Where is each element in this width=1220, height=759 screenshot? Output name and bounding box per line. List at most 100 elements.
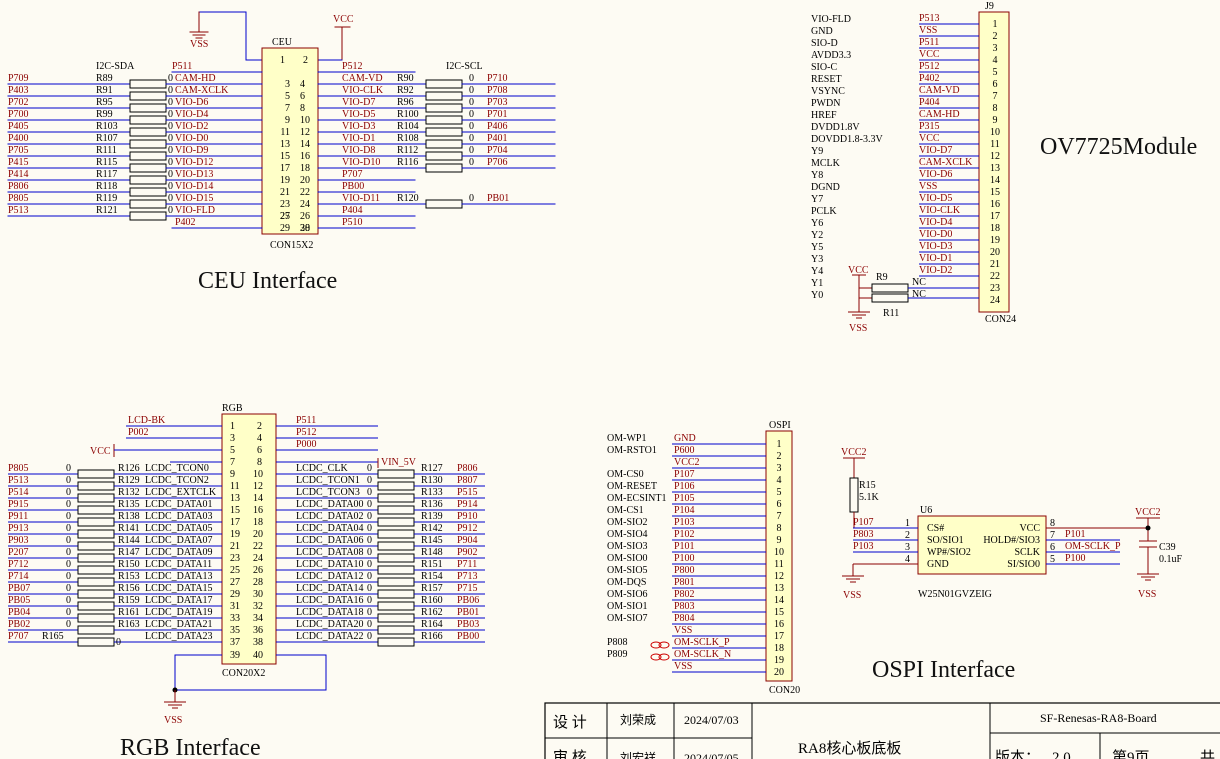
rgb-right-resistor bbox=[377, 529, 415, 539]
rgb-left-signal: LCDC_DATA13 bbox=[145, 571, 213, 582]
rgb-left-port: PB07 bbox=[8, 583, 30, 594]
rgb-left-signal: LCDC_DATA19 bbox=[145, 607, 213, 618]
rgb-left-port: P911 bbox=[8, 511, 28, 522]
rgb-right-resref: R127 bbox=[421, 463, 443, 474]
ospi-pin-number: 6 bbox=[777, 499, 782, 510]
j9-pin-number: 21 bbox=[990, 259, 1000, 270]
tb-total: 共 bbox=[1200, 749, 1215, 759]
ceu-left-pin: 15 bbox=[280, 151, 290, 162]
rgb-right-resref: R162 bbox=[421, 607, 443, 618]
ceu-right-port: PB01 bbox=[487, 193, 509, 204]
rgb-left-resref: R159 bbox=[118, 595, 140, 606]
j9-pin-name: RESET bbox=[811, 74, 842, 85]
u6-right-name: SCLK bbox=[1014, 547, 1040, 558]
ceu-right-port: P701 bbox=[487, 109, 508, 120]
tb-review-label: 审 核 bbox=[553, 749, 587, 759]
rgb-pin-40: 40 bbox=[253, 650, 263, 661]
rgb-left-resref: R161 bbox=[118, 607, 140, 618]
j9-pin-number: 22 bbox=[990, 271, 1000, 282]
rgb-left-pin: 9 bbox=[230, 469, 235, 480]
ceu-right-resistor bbox=[425, 79, 463, 89]
u6-right-net: OM-SCLK_P bbox=[1065, 541, 1121, 552]
j9-pin-number: 3 bbox=[993, 43, 998, 54]
rgb-right-resistor bbox=[377, 481, 415, 491]
rgb-left-resref: R135 bbox=[118, 499, 140, 510]
rgb-right-port: P904 bbox=[457, 535, 478, 546]
rgb-left-port: P207 bbox=[8, 547, 29, 558]
ceu-right-resref: R108 bbox=[397, 133, 419, 144]
ceu-right-resval: 0 bbox=[469, 133, 474, 144]
j9-net-label: CAM-XCLK bbox=[919, 157, 973, 168]
ospi-pin-number: 18 bbox=[774, 643, 784, 654]
rgb-left-pin: 27 bbox=[230, 577, 240, 588]
rgb-left-pin: 11 bbox=[230, 481, 240, 492]
rgb-pin-7: 7 bbox=[230, 457, 235, 468]
ceu-pin-1: 1 bbox=[280, 55, 285, 66]
rgb-right-signal: LCDC_DATA16 bbox=[296, 595, 364, 606]
ceu-right-resistor bbox=[425, 115, 463, 125]
rgb-left-resval: 0 bbox=[66, 463, 71, 474]
j9-net-label: P511 bbox=[919, 37, 939, 48]
ceu-vcc-label: VCC bbox=[333, 14, 354, 25]
j9-pin-number: 11 bbox=[990, 139, 1000, 150]
rgb-left-resref: R150 bbox=[118, 559, 140, 570]
u6-right-net: P100 bbox=[1065, 553, 1086, 564]
rgb-left-resval: 0 bbox=[66, 523, 71, 534]
ceu-left-resref: R118 bbox=[96, 181, 117, 192]
j9-net-label: VIO-CLK bbox=[919, 205, 961, 216]
j9-vcc-label: VCC bbox=[848, 265, 869, 276]
u6-right-pin: 7 bbox=[1050, 530, 1055, 541]
rgb-left-resval: 0 bbox=[66, 547, 71, 558]
rgb-top-right-pin: 2 bbox=[257, 421, 262, 432]
ospi-net-label: OM-SCLK_N bbox=[674, 649, 731, 660]
ceu-left-pin: 23 bbox=[280, 199, 290, 210]
j9-net-label: VIO-D1 bbox=[919, 253, 952, 264]
j9-pin-name: SIO-D bbox=[811, 38, 838, 49]
ospi-pin-number: 15 bbox=[774, 607, 784, 618]
ceu-left-pin: 3 bbox=[285, 79, 290, 90]
ceu-left-port: P709 bbox=[8, 73, 29, 84]
rgb-right-signal: LCDC_TCON3 bbox=[296, 487, 360, 498]
ceu-i2c-scl: I2C-SCL bbox=[446, 61, 483, 72]
j9-pin-number: 1 bbox=[993, 19, 998, 30]
j9-pin-number: 15 bbox=[990, 187, 1000, 198]
ceu-right-resref: R90 bbox=[397, 73, 414, 84]
rgb-left-port: P903 bbox=[8, 535, 29, 546]
rgb-right-resref: R160 bbox=[421, 595, 443, 606]
ceu-i2c-sda: I2C-SDA bbox=[96, 61, 135, 72]
ceu-pin-27: 27 bbox=[280, 211, 290, 222]
ceu-left-port: P400 bbox=[8, 133, 29, 144]
ceu-right-port: P703 bbox=[487, 97, 508, 108]
rgb-right-port: PB06 bbox=[457, 595, 479, 606]
rgb-right-port: P713 bbox=[457, 571, 478, 582]
rgb-left-resval: 0 bbox=[66, 499, 71, 510]
rgb-left-port: P712 bbox=[8, 559, 29, 570]
rgb-vcc-label: VCC bbox=[90, 446, 111, 457]
u6-chip-body bbox=[917, 515, 1047, 575]
ceu-left-resref: R99 bbox=[96, 109, 113, 120]
ospi-pin-number: 20 bbox=[774, 667, 784, 678]
j9-pin-name: HREF bbox=[811, 110, 837, 121]
rgb-left-port: P913 bbox=[8, 523, 29, 534]
ceu-left-signal: VIO-D13 bbox=[175, 169, 213, 180]
rgb-right-resref: R151 bbox=[421, 559, 443, 570]
j9-pin-number: 2 bbox=[993, 31, 998, 42]
tb-version-label: 版本： bbox=[995, 749, 1040, 759]
ospi-net-label: P600 bbox=[674, 445, 695, 456]
j9-pin-name: PCLK bbox=[811, 206, 837, 217]
j9-pin-number: 6 bbox=[993, 79, 998, 90]
rgb-left-resval: 0 bbox=[66, 619, 71, 630]
ceu-left-resref: R89 bbox=[96, 73, 113, 84]
ospi-pin-name: P809 bbox=[607, 649, 628, 660]
j9-pin-number: 9 bbox=[993, 115, 998, 126]
rgb-left-resistor bbox=[77, 601, 115, 611]
rgb-left-resistor bbox=[77, 625, 115, 635]
rgb-right-pin: 20 bbox=[253, 529, 263, 540]
ospi-net-label: GND bbox=[674, 433, 696, 444]
rgb-left-resval: 0 bbox=[66, 595, 71, 606]
j9-pin-number: 16 bbox=[990, 199, 1000, 210]
ospi-pin-number: 1 bbox=[777, 439, 782, 450]
j9-pin-number: 23 bbox=[990, 283, 1000, 294]
u6-vcc2-right: VCC2 bbox=[1135, 507, 1161, 518]
